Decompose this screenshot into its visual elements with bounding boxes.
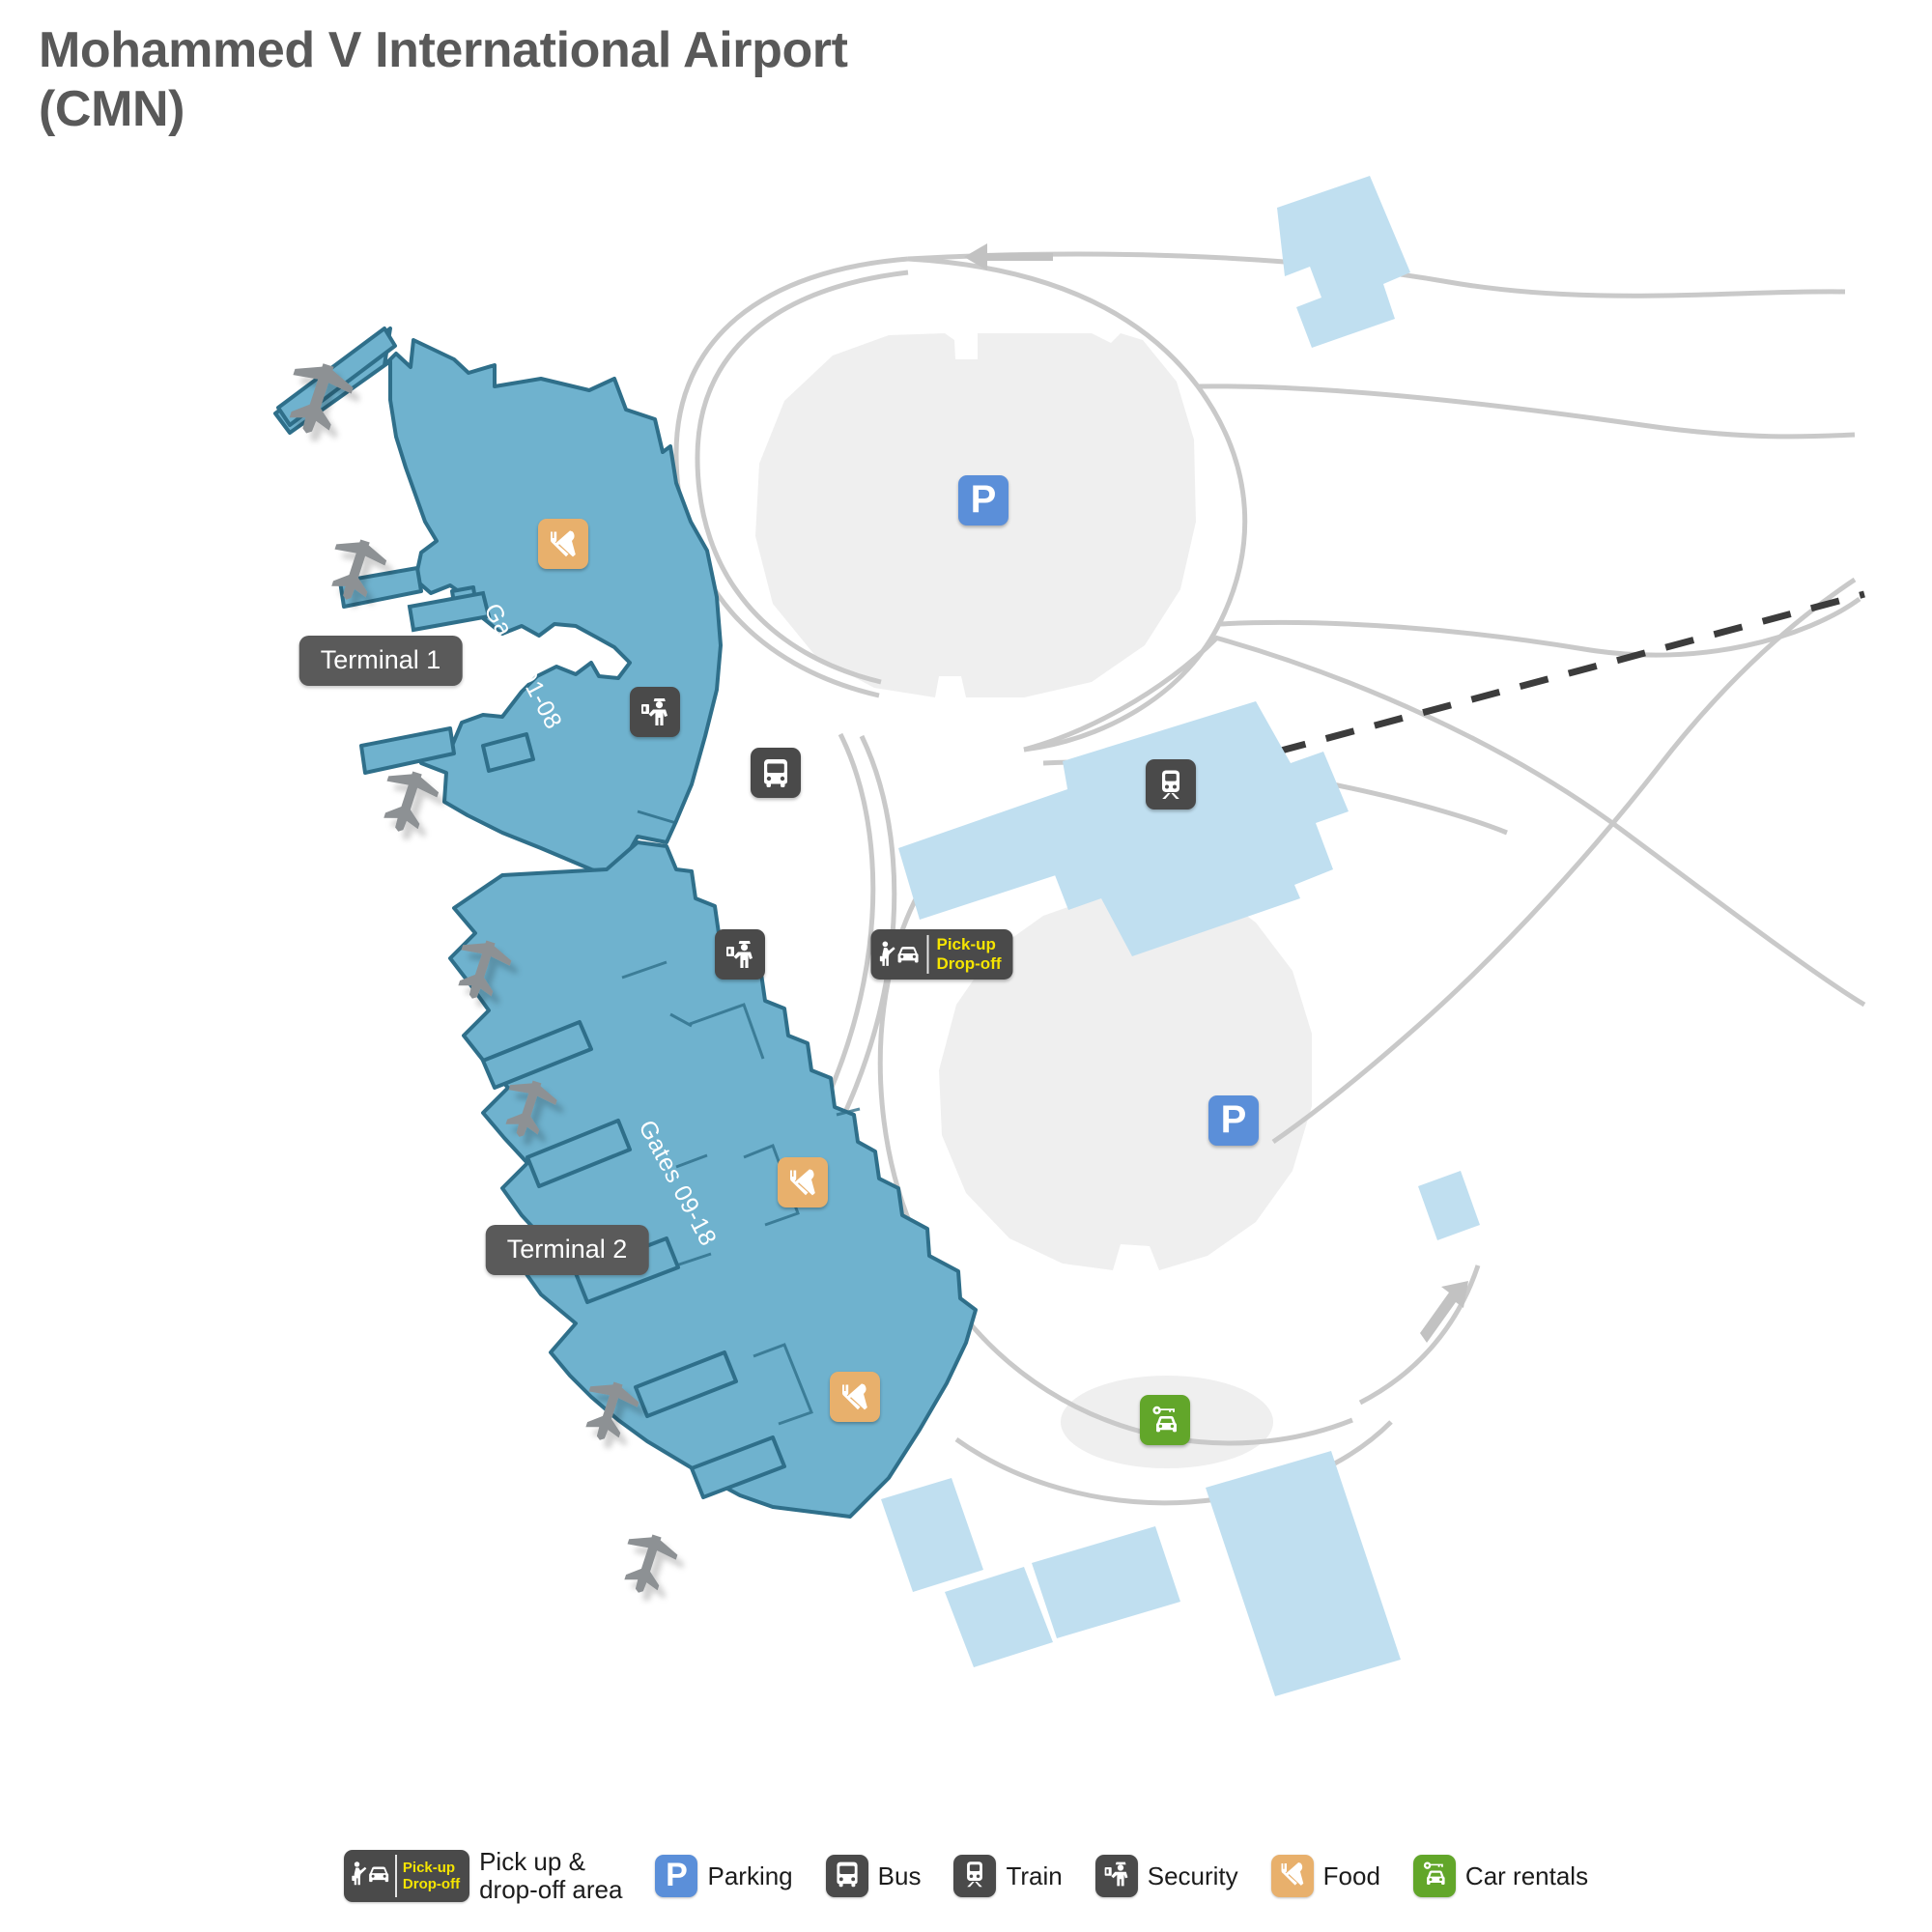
road-ring-south-east xyxy=(1358,1264,1481,1406)
jetway-t1-2 xyxy=(407,590,492,633)
food-icon xyxy=(786,1166,819,1199)
parking-icon: P xyxy=(666,1857,688,1894)
legend-label-car-rentals: Car rentals xyxy=(1464,1861,1589,1890)
pickup-dropoff-icon xyxy=(351,1859,389,1894)
map-poi-security-terminal-1[interactable] xyxy=(630,687,680,737)
map-poi-security-terminal-2[interactable] xyxy=(715,929,765,980)
train-chip xyxy=(953,1855,997,1898)
jetway-t2-1 xyxy=(481,1020,593,1090)
parking-icon: P xyxy=(1220,1098,1247,1141)
legend-item-parking[interactable]: P Parking xyxy=(655,1855,793,1898)
legend-item-car-rentals[interactable]: Car rentals xyxy=(1412,1855,1589,1898)
train-icon xyxy=(1154,768,1187,801)
bus-icon xyxy=(759,756,792,789)
security-chip xyxy=(1094,1855,1138,1898)
road-feeder-e-2 xyxy=(1214,635,1866,1008)
pickup-divider xyxy=(926,934,929,975)
bus-chip xyxy=(825,1855,868,1898)
road-feeder-ne-2 xyxy=(1197,384,1856,440)
security-icon xyxy=(1102,1860,1131,1893)
food-icon xyxy=(1278,1860,1307,1893)
aircraft-7 xyxy=(613,1527,682,1601)
map-poi-food-terminal-2-mid[interactable] xyxy=(778,1157,828,1208)
map-poi-bus[interactable] xyxy=(751,748,801,798)
terminal-1-label[interactable]: Terminal 1 xyxy=(298,636,463,686)
map-poi-food-terminal-2-low[interactable] xyxy=(830,1372,880,1422)
building-s-2 xyxy=(945,1567,1053,1667)
train-icon xyxy=(960,1860,989,1893)
road-feeder-ne-1 xyxy=(907,251,1846,298)
legend-label-security: Security xyxy=(1147,1861,1238,1890)
road-feeder-e-1 xyxy=(1218,596,1861,658)
legend-label-train: Train xyxy=(1006,1861,1063,1890)
page-title: Mohammed V International Airport (CMN) xyxy=(39,22,848,138)
jetway-t2-4 xyxy=(634,1350,738,1418)
food-icon xyxy=(838,1380,871,1413)
rail-line xyxy=(1179,590,1865,781)
parking-icon: P xyxy=(970,478,997,521)
legend-label-pickup-dropoff: Pick up & drop-off area xyxy=(479,1846,623,1905)
bus-icon xyxy=(833,1860,862,1893)
map-poi-car-rentals[interactable] xyxy=(1140,1395,1190,1445)
building-ne xyxy=(1277,176,1410,348)
building-s-4 xyxy=(1206,1451,1401,1696)
building-se-small xyxy=(1418,1171,1480,1240)
jetway-t2-2 xyxy=(526,1119,632,1188)
legend-item-security[interactable]: Security xyxy=(1094,1855,1238,1898)
security-icon xyxy=(639,696,671,728)
parking-chip: P xyxy=(655,1855,698,1898)
parking-lot-south xyxy=(939,884,1312,1270)
pickup-dropoff-icon xyxy=(878,938,919,971)
road-direction-arrow-north xyxy=(964,243,1053,270)
legend-item-train[interactable]: Train xyxy=(953,1855,1063,1898)
map-poi-parking-north[interactable]: P xyxy=(958,475,1009,526)
road-feeder-e-3 xyxy=(1271,577,1857,1145)
pickup-divider xyxy=(394,1855,397,1898)
building-s-3 xyxy=(1032,1526,1180,1638)
building-s-1 xyxy=(881,1478,983,1592)
legend-item-bus[interactable]: Bus xyxy=(825,1855,922,1898)
road-connector-mid xyxy=(1023,636,1219,753)
building-train-station xyxy=(1045,701,1349,956)
food-icon xyxy=(547,527,580,560)
road-ring-north-east xyxy=(907,256,1248,753)
legend-item-food[interactable]: Food xyxy=(1270,1855,1380,1898)
road-ring-north-outer xyxy=(673,256,909,698)
building-skybridge xyxy=(898,788,1097,920)
car-rental-chip xyxy=(1412,1855,1456,1898)
security-icon xyxy=(724,938,756,971)
map-poi-food-terminal-1[interactable] xyxy=(538,519,588,569)
terminal-2-label[interactable]: Terminal 2 xyxy=(485,1225,649,1275)
road-direction-arrow-south xyxy=(1420,1281,1468,1343)
legend-label-food: Food xyxy=(1322,1861,1380,1890)
jetway-t2-5 xyxy=(690,1435,786,1499)
legend-label-parking: Parking xyxy=(707,1861,793,1890)
map-poi-parking-south[interactable]: P xyxy=(1208,1095,1259,1146)
map-poi-train-station[interactable] xyxy=(1146,759,1196,810)
jetway-t1-6 xyxy=(481,732,535,773)
legend-label-bus: Bus xyxy=(877,1861,922,1890)
food-chip xyxy=(1270,1855,1314,1898)
buildings xyxy=(881,176,1480,1696)
car-rental-icon xyxy=(1420,1860,1449,1893)
road-ring-south-lower xyxy=(954,1420,1393,1506)
aircraft-3 xyxy=(373,764,442,840)
jetway-t1-5 xyxy=(359,726,456,775)
road-ring-north-inner xyxy=(695,270,909,685)
car-rental-icon xyxy=(1149,1404,1181,1436)
